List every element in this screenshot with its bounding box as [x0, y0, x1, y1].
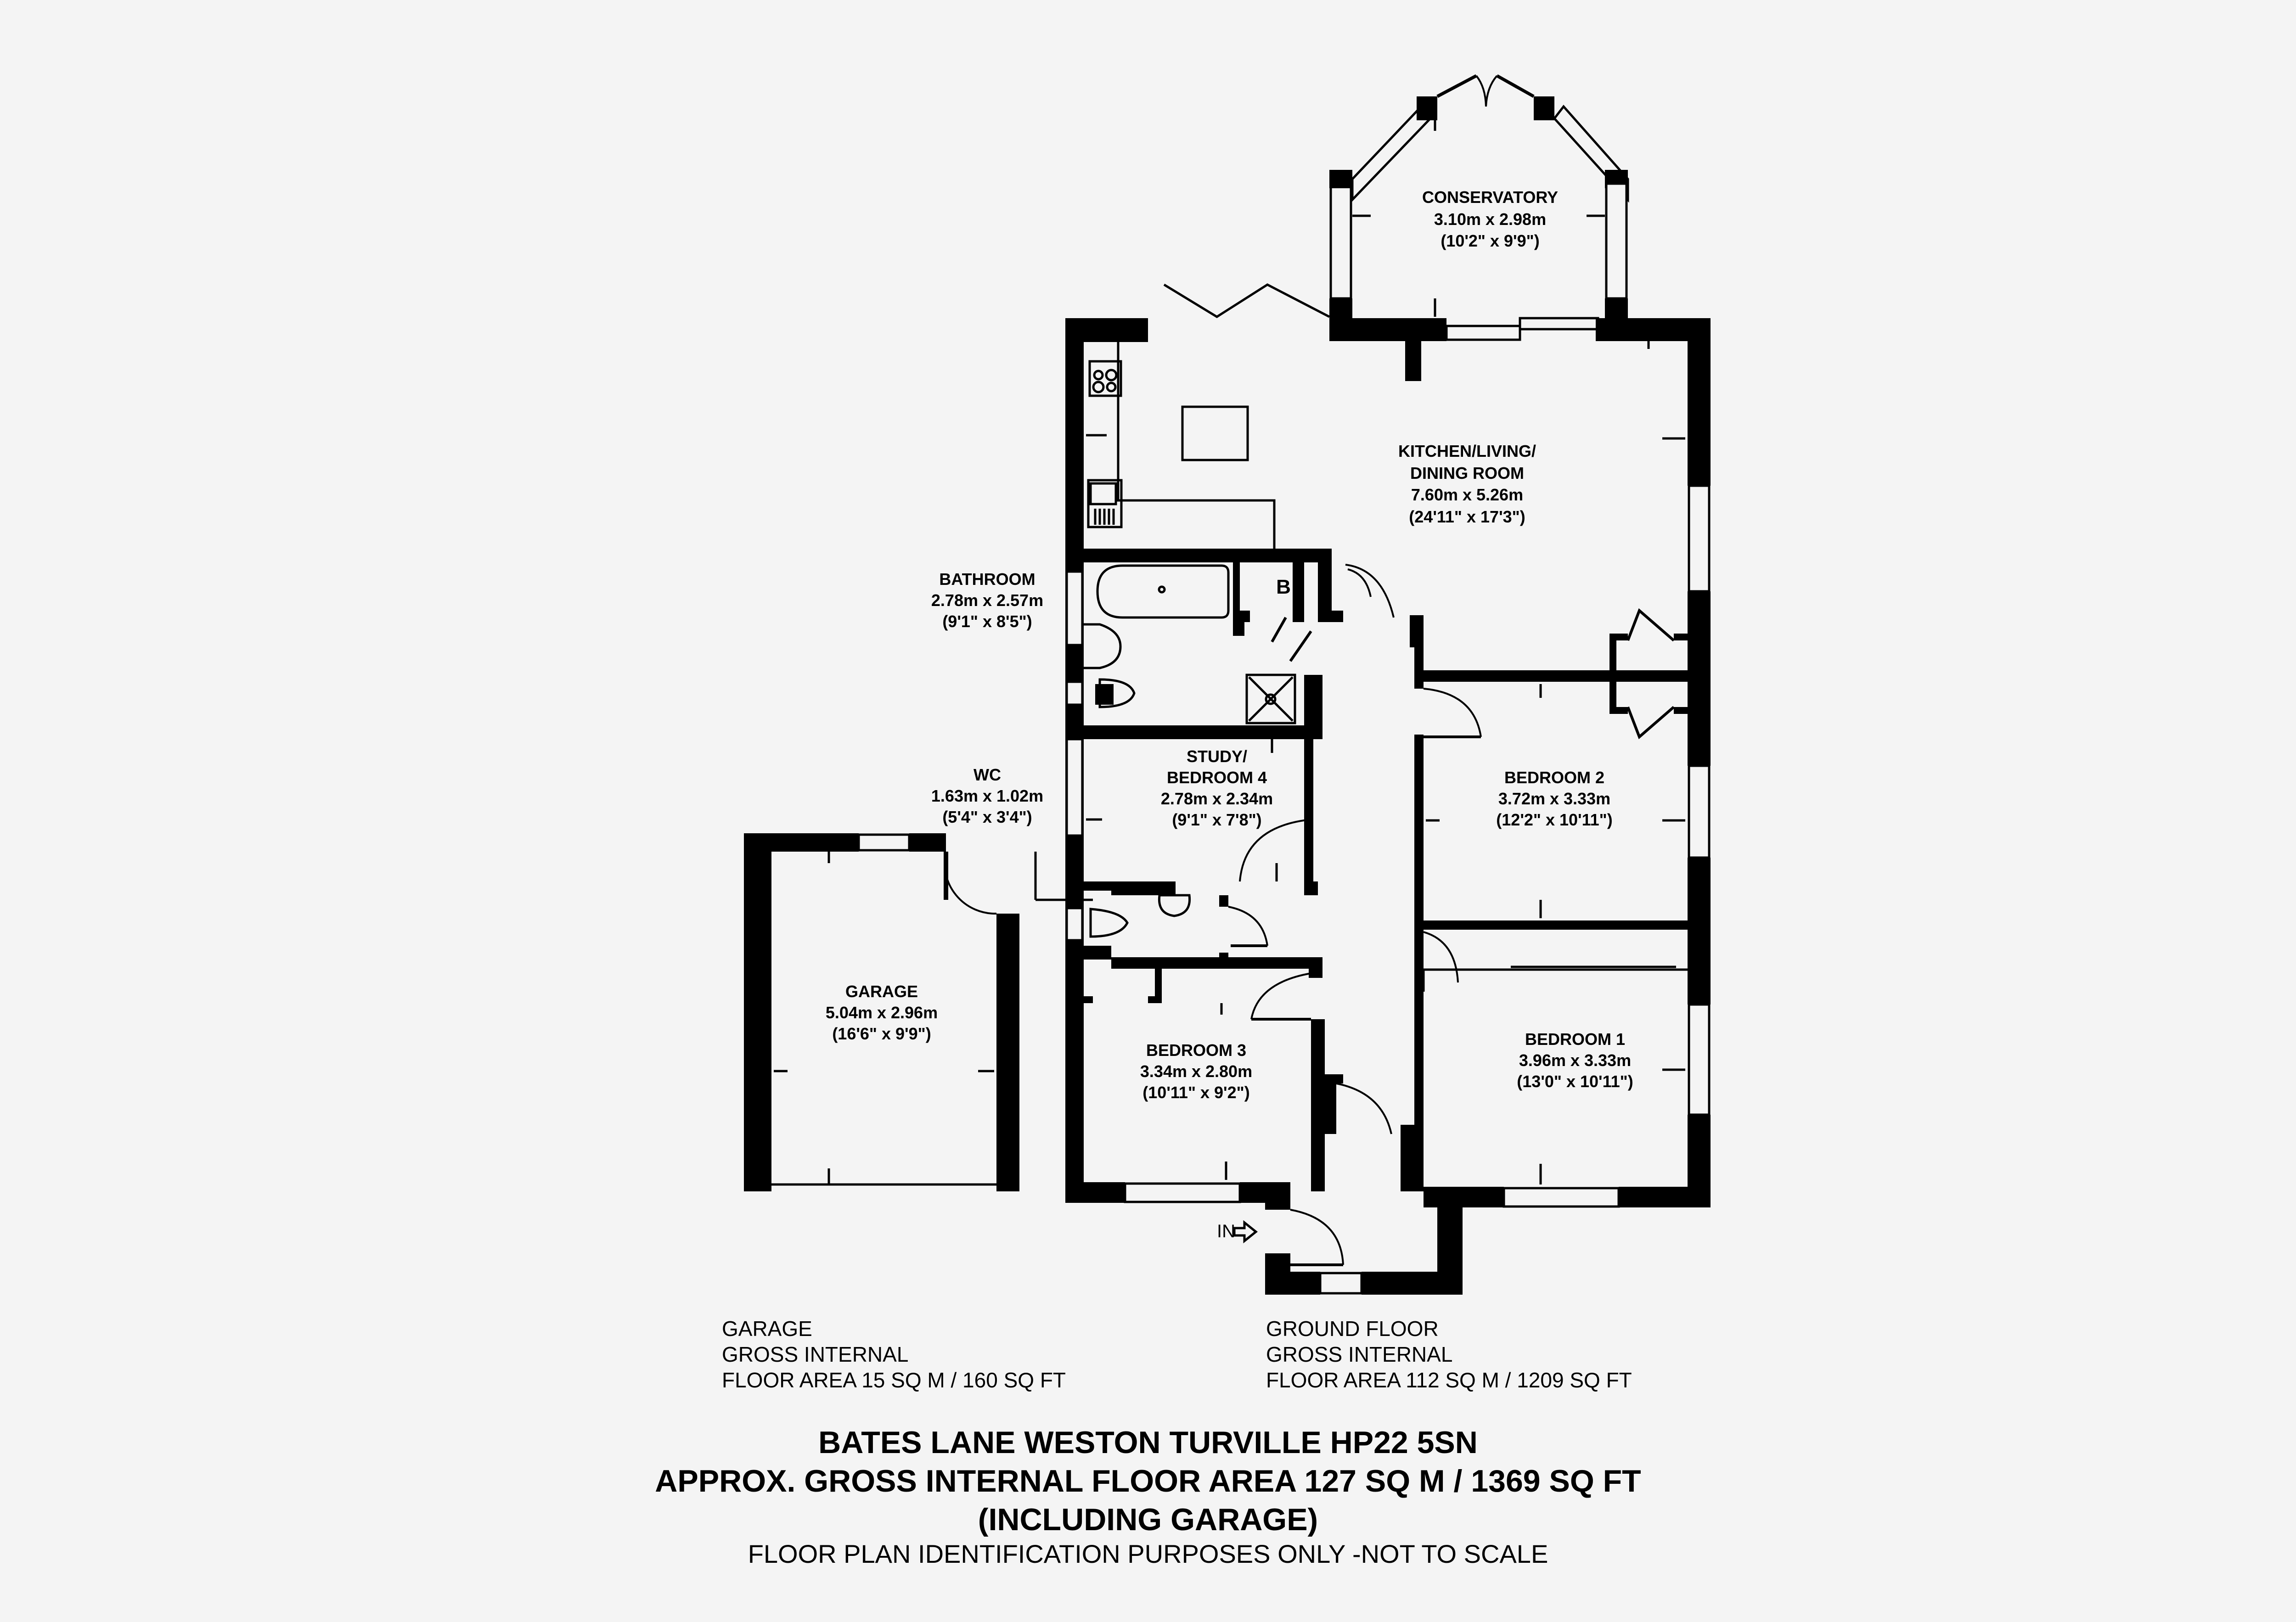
svg-text:5.04m x 2.96m: 5.04m x 2.96m [826, 1003, 938, 1022]
property-address: BATES LANE WESTON TURVILLE HP22 5SN [818, 1425, 1478, 1460]
svg-text:IN: IN [1217, 1221, 1235, 1241]
internal-walls [1065, 549, 1690, 1191]
room-label-bedroom2: BEDROOM 2 3.72m x 3.33m (12'2" x 10'11") [1496, 768, 1612, 829]
svg-text:(10'11" x 9'2"): (10'11" x 9'2") [1142, 1083, 1249, 1102]
garage-area-value: FLOOR AREA 15 SQ M / 160 SQ FT [722, 1368, 1066, 1392]
svg-text:GARAGE: GARAGE [845, 982, 918, 1001]
garage-area-title: GARAGE [722, 1317, 812, 1341]
entrance-arrow-icon [1233, 1220, 1258, 1244]
svg-text:CONSERVATORY: CONSERVATORY [1422, 188, 1558, 207]
svg-text:2.78m x 2.34m: 2.78m x 2.34m [1161, 789, 1273, 808]
room-label-garage: GARAGE 5.04m x 2.96m (16'6" x 9'9") [826, 982, 938, 1043]
dimension-arrows [774, 684, 1685, 1184]
basin-icon [1084, 623, 1122, 669]
entrance-marker: IN [1217, 1220, 1258, 1244]
ground-floor-area-summary: GROUND FLOOR GROSS INTERNAL FLOOR AREA 1… [1266, 1316, 1632, 1393]
svg-text:BEDROOM 1: BEDROOM 1 [1525, 1030, 1625, 1049]
shower-tray-icon [1245, 673, 1296, 724]
svg-text:BEDROOM 4: BEDROOM 4 [1167, 768, 1267, 787]
svg-text:(5'4" x 3'4"): (5'4" x 3'4") [942, 808, 1032, 826]
kitchen-fittings [1086, 283, 1685, 549]
svg-text:BEDROOM 3: BEDROOM 3 [1146, 1041, 1246, 1060]
svg-text:(12'2" x 10'11"): (12'2" x 10'11") [1496, 810, 1612, 829]
total-floor-area: APPROX. GROSS INTERNAL FLOOR AREA 127 SQ… [655, 1464, 1641, 1499]
including-garage-note: (INCLUDING GARAGE) [978, 1502, 1318, 1537]
svg-text:7.60m x 5.26m: 7.60m x 5.26m [1411, 485, 1523, 504]
room-label-study: STUDY/ BEDROOM 4 2.78m x 2.34m (9'1" x 7… [1161, 747, 1273, 829]
room-label-conservatory: CONSERVATORY 3.10m x 2.98m (10'2" x 9'9"… [1422, 188, 1558, 250]
svg-text:(24'11" x 17'3"): (24'11" x 17'3") [1409, 507, 1525, 526]
garage-structure [744, 833, 1019, 1191]
room-label-bathroom: BATHROOM 2.78m x 2.57m (9'1" x 8'5") [931, 570, 1043, 631]
svg-text:KITCHEN/LIVING/: KITCHEN/LIVING/ [1398, 442, 1536, 460]
garage-area-summary: GARAGE GROSS INTERNAL FLOOR AREA 15 SQ M… [722, 1316, 1066, 1393]
room-label-kitchen: KITCHEN/LIVING/ DINING ROOM 7.60m x 5.26… [1398, 442, 1536, 526]
svg-text:DINING ROOM: DINING ROOM [1410, 464, 1524, 483]
svg-text:3.72m x 3.33m: 3.72m x 3.33m [1498, 789, 1610, 808]
kitchen-island [1181, 405, 1249, 461]
svg-text:(9'1" x 8'5"): (9'1" x 8'5") [942, 612, 1032, 631]
room-label-bedroom1: BEDROOM 1 3.96m x 3.33m (13'0" x 10'11") [1517, 1030, 1633, 1091]
svg-text:(10'2" x 9'9"): (10'2" x 9'9") [1441, 231, 1539, 250]
svg-text:3.96m x 3.33m: 3.96m x 3.33m [1519, 1051, 1631, 1070]
svg-text:STUDY/: STUDY/ [1187, 747, 1247, 766]
svg-text:BATHROOM: BATHROOM [939, 570, 1035, 589]
svg-text:WC: WC [974, 765, 1001, 784]
hob-icon [1088, 360, 1122, 397]
svg-text:(16'6" x 9'9"): (16'6" x 9'9") [832, 1024, 931, 1043]
ground-floor-area-value: FLOOR AREA 112 SQ M / 1209 SQ FT [1266, 1368, 1632, 1392]
bath-icon [1096, 564, 1230, 619]
svg-text:BEDROOM 2: BEDROOM 2 [1504, 768, 1604, 787]
bathroom-fittings [1084, 564, 1372, 724]
boiler-cupboard-label: B [1276, 576, 1291, 598]
garage-area-subtitle: GROSS INTERNAL [722, 1342, 909, 1366]
svg-text:(9'1" x 7'8"): (9'1" x 7'8") [1172, 810, 1261, 829]
ground-floor-area-title: GROUND FLOOR [1266, 1317, 1439, 1341]
title-block: BATES LANE WESTON TURVILLE HP22 5SN APPR… [0, 1423, 2296, 1569]
room-label-bedroom3: BEDROOM 3 3.34m x 2.80m (10'11" x 9'2") [1140, 1041, 1252, 1102]
sink-icon [1087, 479, 1123, 528]
svg-text:3.34m x 2.80m: 3.34m x 2.80m [1140, 1062, 1252, 1081]
svg-text:1.63m x 1.02m: 1.63m x 1.02m [931, 786, 1043, 805]
scale-disclaimer: FLOOR PLAN IDENTIFICATION PURPOSES ONLY … [748, 1539, 1548, 1568]
room-label-wc: WC 1.63m x 1.02m (5'4" x 3'4") [931, 765, 1043, 826]
svg-text:3.10m x 2.98m: 3.10m x 2.98m [1434, 210, 1546, 229]
ground-floor-area-subtitle: GROSS INTERNAL [1266, 1342, 1453, 1366]
wc-fittings [1034, 852, 1268, 947]
toilet-icon [1098, 678, 1136, 708]
svg-text:2.78m x 2.57m: 2.78m x 2.57m [931, 591, 1043, 610]
svg-text:(13'0" x 10'11"): (13'0" x 10'11") [1517, 1072, 1633, 1091]
doors [1239, 564, 1688, 1266]
conservatory-structure [1329, 74, 1629, 319]
